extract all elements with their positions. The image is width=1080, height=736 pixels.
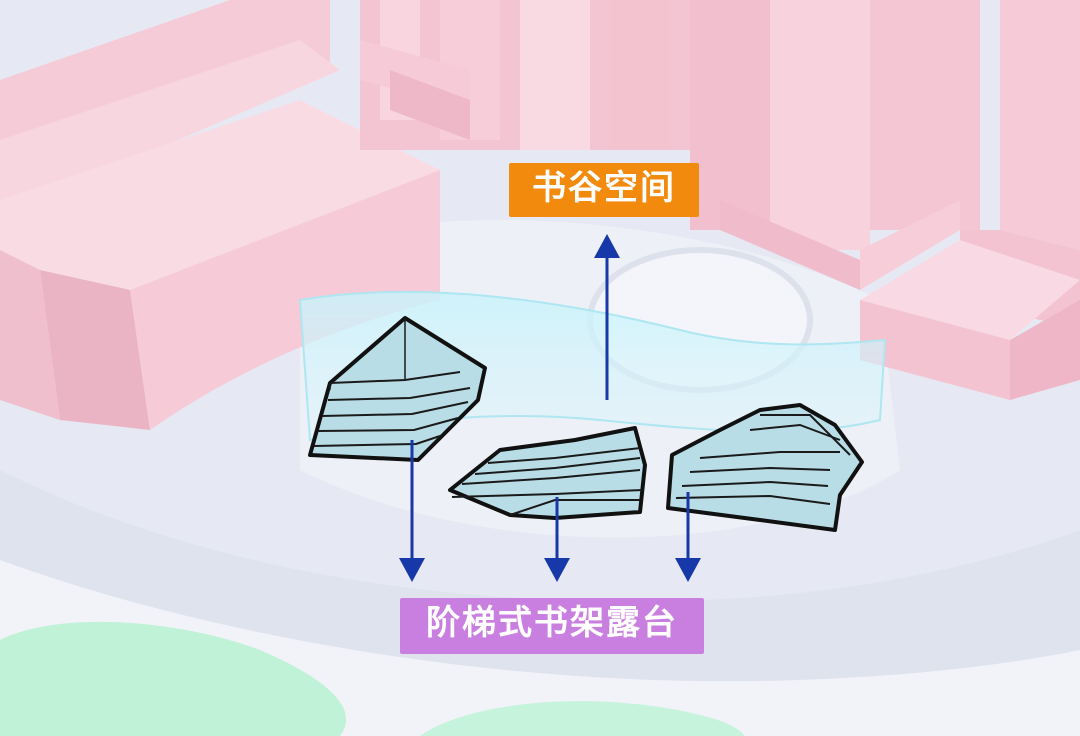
arrow-down-right (675, 492, 701, 582)
building-towers (360, 0, 980, 290)
arrow-down-middle (544, 497, 570, 582)
terrace-left (308, 316, 487, 462)
building-right (860, 0, 1080, 400)
terrace-middle (448, 426, 647, 520)
terrace-right (666, 403, 864, 532)
terrace-bookshelf-label: 阶梯式书架露台 (400, 598, 704, 654)
lawn-center (420, 701, 745, 736)
building-left (0, 0, 440, 430)
book-valley-label: 书谷空间 (509, 163, 699, 217)
arrow-down-left (399, 440, 425, 582)
lawn-left (0, 621, 347, 736)
arrow-up (594, 234, 620, 400)
